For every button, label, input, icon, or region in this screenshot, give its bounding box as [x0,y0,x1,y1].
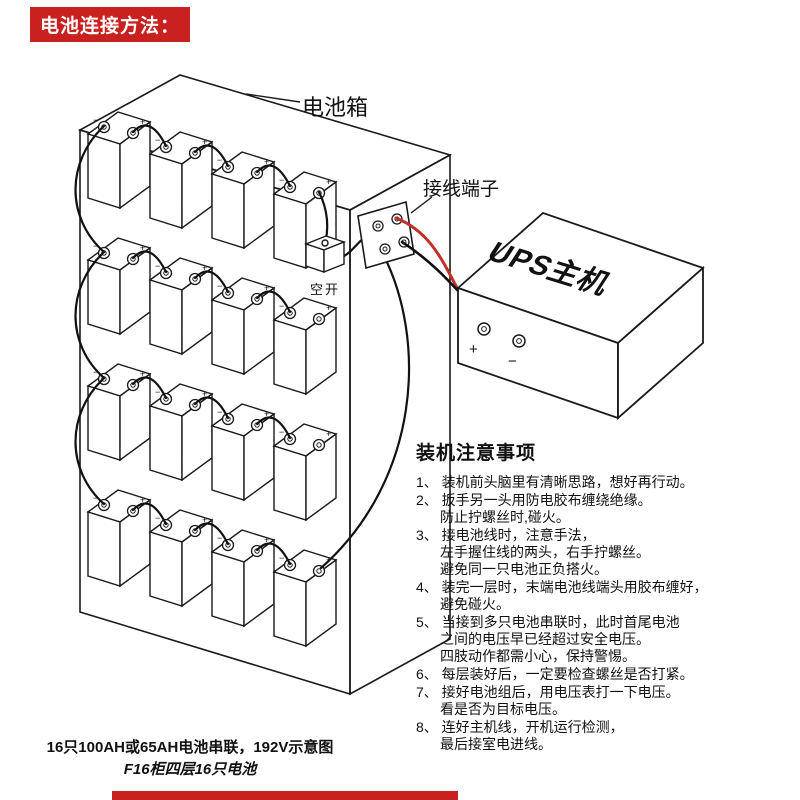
pointer-lines [245,93,433,214]
terminal-bolt [375,223,381,229]
wire [255,290,292,314]
wire [255,542,292,566]
wire [193,522,230,546]
wire [131,124,168,148]
ups-box: + − [456,211,705,420]
ups-minus-terminal [512,334,526,348]
wire [131,376,168,400]
wire [193,270,230,294]
wire [131,502,168,526]
terminal-bolt [372,220,384,232]
note-item-1: 1、 装机前头脑里有清晰思路，想好再行动。 [416,474,694,490]
battery-box-pointer [245,93,301,103]
battery-box-label: 电池箱 [302,95,369,120]
title-banner: 电池连接方法： [30,7,191,42]
battery [273,297,337,395]
batteries [87,111,337,647]
wire [74,376,106,506]
note-item-4: 4、 装完一层时，末端电池线端头用胶布缠好， 避免碰火。 [416,579,708,612]
breaker-side [323,240,345,274]
ups-minus-terminal [516,338,522,344]
page-title: 电池连接方法： [40,16,181,37]
ups-right-face [617,266,704,420]
terminal-bolt [382,246,388,252]
note-item-2: 2、 扳手另一头用防电胶布缠绕绝缘。 防止拧螺丝时,碰火。 [416,492,652,525]
note-item-3: 3、 接电池线时，注意手法， 左手握住线的两头，右手拧螺丝。 避免同一只电池正负… [416,527,650,577]
wire [74,124,106,254]
wire [255,416,292,440]
note-item-5: 5、 当接到多只电池串联时，此时首尾电池 之间的电压早已经超过安全电压。 四肢动… [416,614,680,664]
cabinet-right-face [349,153,451,696]
terminal-pointer [410,196,433,214]
bottom-banner-partial [112,791,458,800]
terminal-bolt [379,243,391,255]
wire [193,396,230,420]
battery [273,423,337,521]
caption: 16只100AH或65AH电池串联，192V示意图 F16柜四层16只电池 [30,737,350,781]
wire [319,250,411,570]
ups-plus-terminal [477,322,491,336]
breaker-box [303,235,347,274]
caption-line2: F16柜四层16只电池 [123,761,257,778]
terminal-block [357,200,415,270]
note-item-7: 7、 接好电池组后，用电压表打一下电压。 看是否为目标电压。 [416,684,680,717]
terminal-plate [357,200,415,270]
breaker-label: 空开 [310,282,341,297]
ups-plus-terminal [481,326,487,332]
breaker-knob [321,239,329,247]
wire [74,250,106,380]
wire [131,250,168,274]
wire [255,164,292,188]
battery [273,549,337,647]
note-item-8: 8、 连好主机线，开机运行检测， 最后接室电进线。 [416,719,624,752]
note-item-6: 6、 每层装好后，一定要检查螺丝是否打紧。 [416,666,694,682]
wire [193,144,230,168]
terminal-block-label: 接线端子 [423,179,500,200]
notes-title: 装机注意事项 [416,443,537,464]
caption-line1: 16只100AH或65AH电池串联，192V示意图 [46,739,334,756]
ups-plus-mark: + [469,341,478,358]
ups-minus-mark: − [508,353,517,370]
installation-notes: 装机注意事项 1、 装机前头脑里有清晰思路，想好再行动。 2、 扳手另一头用防电… [416,438,746,754]
